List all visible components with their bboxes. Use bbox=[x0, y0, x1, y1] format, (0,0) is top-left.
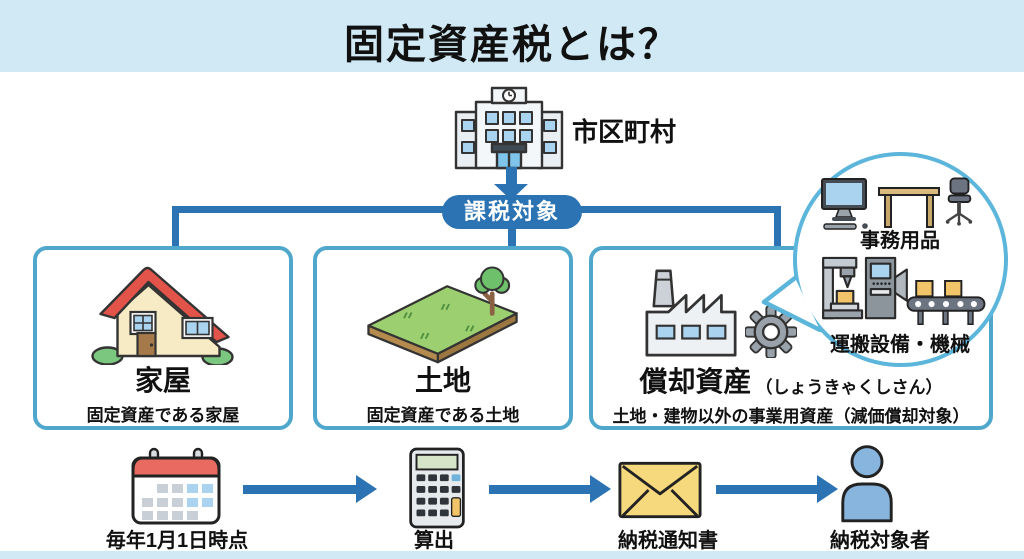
factory-icon bbox=[645, 269, 737, 357]
page-title: 固定資産税とは？ bbox=[344, 23, 680, 67]
step-label-taxpayer: 納税対象者 bbox=[830, 530, 930, 552]
asset-box-house: 家屋 固定資産である家屋 bbox=[33, 246, 293, 430]
machinery-label: 運搬設備・機械 bbox=[830, 334, 970, 356]
municipality-label: 市区町村 bbox=[572, 117, 677, 147]
desk-icon bbox=[878, 187, 940, 228]
house-icon bbox=[91, 266, 234, 365]
calendar-icon bbox=[131, 447, 221, 525]
header-band bbox=[0, 0, 1024, 72]
city-hall-icon bbox=[454, 86, 564, 170]
step-label-date: 毎年1月1日時点 bbox=[105, 530, 249, 552]
step-label-calculate: 算出 bbox=[414, 530, 454, 552]
asset-box-land: 土地 固定資産である土地 bbox=[313, 246, 573, 430]
calculator-icon bbox=[409, 447, 465, 529]
flow-arrow-icon bbox=[489, 475, 611, 503]
conveyor-icon bbox=[906, 280, 986, 325]
office-supplies-label: 事務用品 bbox=[860, 230, 940, 252]
asset-title-land: 土地 bbox=[414, 365, 471, 396]
gear-icon bbox=[745, 306, 797, 358]
connector-right-drop bbox=[774, 206, 781, 248]
office-chair-icon bbox=[945, 177, 973, 226]
flow-arrow-icon bbox=[243, 475, 377, 503]
connector-center-drop bbox=[508, 224, 516, 248]
asset-title-house: 家屋 bbox=[134, 365, 191, 396]
down-arrow-icon bbox=[506, 167, 517, 185]
connector-left-drop bbox=[172, 206, 179, 248]
asset-title-depreciable: 償却資産 bbox=[639, 366, 752, 397]
footer-band bbox=[0, 551, 1024, 559]
asset-subtitle-house: 固定資産である家屋 bbox=[86, 406, 240, 425]
asset-subtitle-depreciable: 土地・建物以外の事業用資産（減価償却対象） bbox=[612, 407, 970, 426]
asset-subtitle-land: 固定資産である土地 bbox=[366, 406, 520, 425]
person-icon bbox=[841, 445, 893, 523]
monitor-icon bbox=[821, 178, 868, 230]
land-icon bbox=[367, 266, 518, 364]
asset-title-reading: （しょうきゃくしさん） bbox=[755, 377, 943, 397]
step-label-notice: 納税通知書 bbox=[618, 530, 718, 552]
flow-arrow-icon bbox=[716, 475, 838, 503]
speech-bubble-tail bbox=[761, 275, 823, 333]
envelope-icon bbox=[618, 461, 702, 519]
tax-target-pill: 課税対象 bbox=[442, 195, 582, 229]
machine-icon bbox=[822, 256, 908, 320]
